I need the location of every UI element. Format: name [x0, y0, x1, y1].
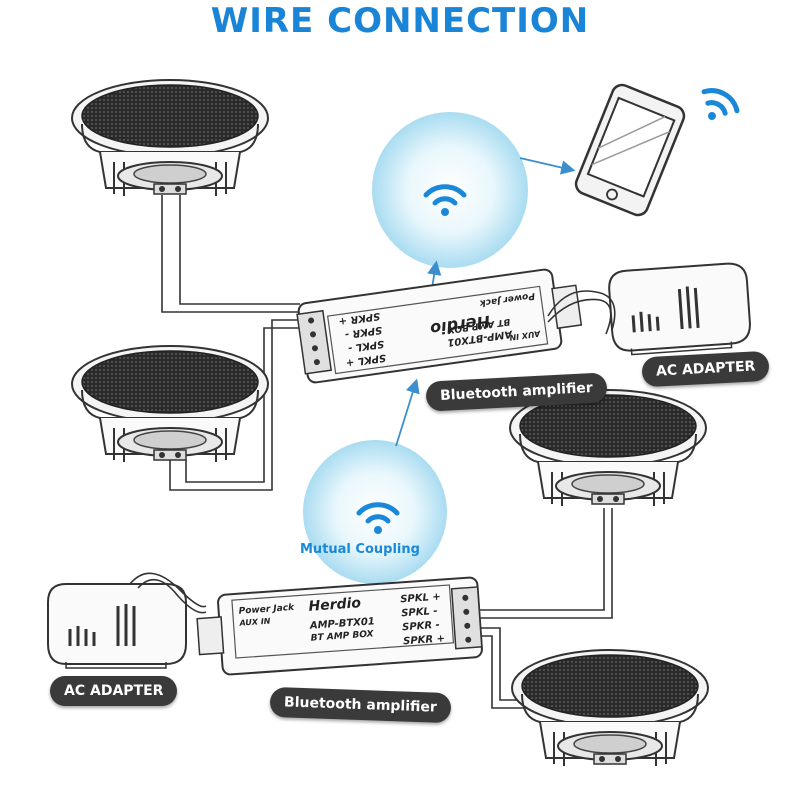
amp-model-bottom: AMP-BTX01 [309, 616, 376, 632]
amp-subtitle-bottom: BT AMP BOX [310, 629, 375, 643]
amp-terminal-top-2: SPKR - [344, 324, 383, 340]
speaker-mid-left-icon [71, 345, 269, 463]
mutual-coupling-label: Mutual Coupling [300, 542, 420, 557]
amp-aux-in-top: AUX IN [509, 329, 542, 342]
amp-terminal-bottom-1: SPKL - [401, 606, 438, 620]
speaker-mid-right-icon [509, 389, 707, 507]
smartphone-icon [574, 83, 686, 217]
wifi-icon [694, 85, 742, 129]
amp-terminal-bottom-3: SPKR + [403, 633, 446, 647]
ac-adapter-label-bottom: AC ADAPTER [50, 676, 178, 706]
amp-terminal-bottom-0: SPKL + [400, 592, 441, 606]
amp-power-jack-bottom: Power Jack [238, 603, 295, 617]
speaker-bottom-right-icon [511, 649, 709, 767]
amp-terminal-top-1: SPKL - [347, 338, 384, 354]
speaker-top-left-icon [71, 79, 269, 197]
bluetooth-amplifier-top: Herdio AMP-BTX01 BT AMP BOX Power Jack A… [296, 268, 583, 384]
signal-glow-top [372, 112, 528, 268]
adapter-cables [129, 290, 616, 614]
ac-adapter-icon [606, 260, 754, 358]
bluetooth-amplifier-bottom: Power Jack AUX IN Herdio AMP-BTX01 BT AM… [196, 576, 483, 676]
page-title: WIRE CONNECTION [210, 1, 590, 41]
amp-terminal-bottom-2: SPKR - [402, 620, 440, 634]
signal-glow-bottom [303, 440, 447, 584]
amp-aux-in-bottom: AUX IN [238, 617, 271, 628]
ac-adapter-icon [46, 582, 188, 670]
bluetooth-amplifier-label-bottom: Bluetooth amplifier [269, 686, 452, 724]
amp-brand-bottom: Herdio [308, 595, 362, 615]
arrow-icon [395, 157, 576, 447]
